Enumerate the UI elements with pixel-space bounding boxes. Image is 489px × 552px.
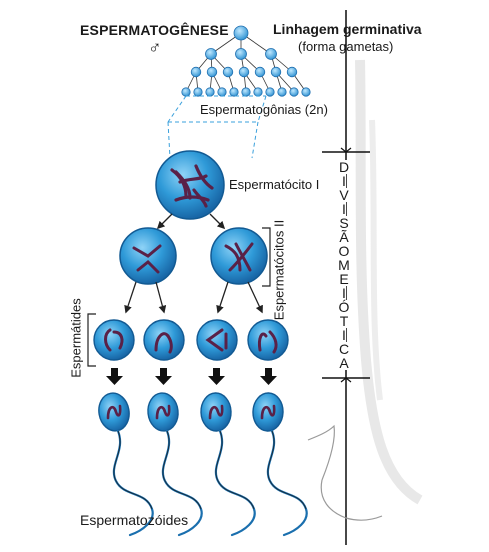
spermatogonium-cell xyxy=(193,87,203,97)
meiotic-letter: O xyxy=(338,243,350,259)
spermatocyte-I-cell xyxy=(155,150,225,220)
label-spermatocytes-II: Espermatócitos II xyxy=(271,219,287,321)
diagram-title: ESPERMATOGÊNESE xyxy=(80,22,229,38)
spermatogonium-cell xyxy=(222,66,234,78)
meiotic-division-bracket xyxy=(322,147,370,383)
label-spermatocyte-I: Espermatócito I xyxy=(229,177,320,192)
spermatogonium-cell xyxy=(233,25,249,41)
faded-sperm-outline xyxy=(307,424,383,521)
meiotic-letter: D xyxy=(338,159,350,175)
male-symbol: ♂ xyxy=(148,37,162,57)
spermatozoon xyxy=(252,392,308,537)
zoom-dashed-lines xyxy=(167,95,267,159)
spermatogonium-cell xyxy=(206,66,218,78)
spermatogonium-cell xyxy=(217,87,227,97)
label-spermatogonia-text: Espermatogônias (2n) xyxy=(200,102,328,117)
spermatogonium-cell xyxy=(241,87,251,97)
arrows-to-spermatocytes-II xyxy=(156,213,226,230)
spermatogonium-cell xyxy=(270,66,282,78)
meiotic-letter: I xyxy=(342,285,346,301)
meiotic-letter: A xyxy=(339,355,349,371)
lineage-title: Linhagem germinativa xyxy=(273,21,422,37)
spermatogonium-cell xyxy=(301,87,311,97)
meiotic-letter: I xyxy=(342,173,346,189)
meiotic-letter: S xyxy=(339,215,349,231)
meiotic-letter: M xyxy=(338,257,350,273)
spermatogonium-cell xyxy=(265,48,277,60)
spermatogonium-cell xyxy=(205,87,215,97)
lineage-subtitle: (forma gametas) xyxy=(298,39,394,54)
spermatozoon xyxy=(200,392,256,537)
spermatogonium-cell xyxy=(190,66,202,78)
spermatid-1 xyxy=(93,319,135,361)
spermatogonia-tree xyxy=(181,25,311,97)
meiotic-letter: I xyxy=(342,327,346,343)
spermatozoon xyxy=(147,392,203,537)
meiotic-letter: E xyxy=(339,271,349,287)
spermatozoon xyxy=(98,392,154,537)
spermatogonium-cell xyxy=(253,87,263,97)
spermatogonium-cell xyxy=(277,87,287,97)
spermatogonium-cell xyxy=(265,87,275,97)
spermatid-4 xyxy=(247,319,289,361)
spermatogonium-cell xyxy=(286,66,298,78)
meiotic-letter: T xyxy=(339,313,349,329)
spermatogonium-cell xyxy=(289,87,299,97)
meiotic-letter: Ó xyxy=(338,299,350,315)
thick-arrows-to-spermatozoa xyxy=(106,368,277,385)
label-spermatozoa: Espermatozóides xyxy=(80,512,189,528)
spermatogonium-cell xyxy=(205,48,217,60)
spermatid-2 xyxy=(143,319,185,361)
label-spermatogonia: Espermatogônias (2n) xyxy=(200,102,328,117)
meiotic-letter: I xyxy=(342,201,346,217)
spermatogonium-cell xyxy=(254,66,266,78)
spermatogonium-cell xyxy=(229,87,239,97)
meiotic-letter: V xyxy=(339,187,349,203)
meiotic-letter: Ã xyxy=(339,229,349,245)
arrows-to-spermatids xyxy=(124,281,263,314)
spermatogonium-cell xyxy=(181,87,191,97)
spermatid-3 xyxy=(196,319,238,361)
label-spermatids: Espermátides xyxy=(68,298,84,378)
bracket-spermatocytes-II xyxy=(262,227,271,287)
spermatozoa-group xyxy=(98,392,308,537)
meiotic-letter: C xyxy=(338,341,350,357)
spermatocyte-II-left xyxy=(119,227,177,285)
bracket-spermatids xyxy=(87,313,96,367)
spermatocyte-II-right xyxy=(210,227,268,285)
spermatogonium-cell xyxy=(235,48,247,60)
germline-axis xyxy=(345,10,423,545)
spermatogonium-cell xyxy=(238,66,250,78)
